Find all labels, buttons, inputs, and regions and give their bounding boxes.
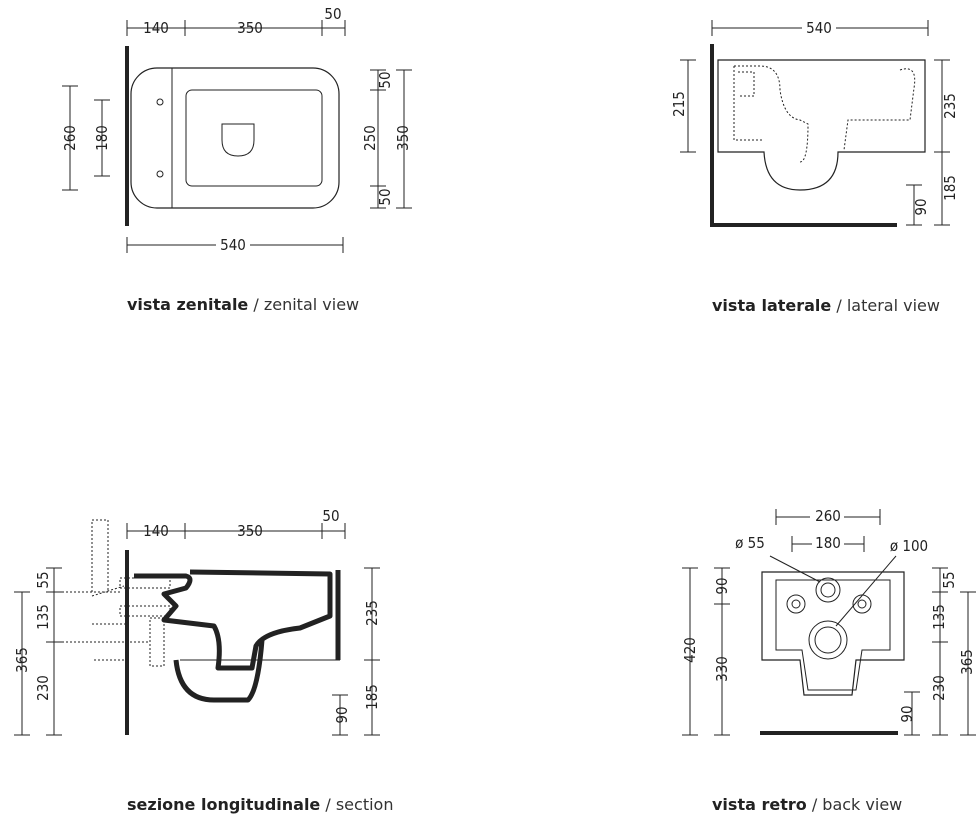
dim-50-lower: 50 (376, 188, 394, 205)
caption-en: lateral view (846, 296, 940, 315)
caption-zenital-view: vista zenitale / zenital view (127, 295, 359, 314)
dim-230: 230 (930, 675, 948, 701)
dim-260: 260 (815, 507, 841, 525)
caption-back-view: vista retro / back view (712, 795, 902, 814)
dim-230: 230 (34, 675, 52, 701)
top-view-drawing: 140 350 50 260 180 50 250 50 350 540 (61, 5, 412, 254)
drain-hole-inner (814, 626, 842, 654)
caption-it: vista zenitale (127, 295, 249, 314)
dim-330: 330 (713, 656, 731, 682)
section-view-drawing: 140 350 50 55 135 230 365 235 185 90 (13, 507, 381, 736)
dim-185: 185 (941, 175, 959, 201)
caption-en: zenital view (263, 295, 360, 314)
caption-it: vista retro (712, 795, 807, 814)
dim-90: 90 (333, 706, 351, 723)
drain-hole-outer (808, 620, 848, 660)
dim-135: 135 (930, 604, 948, 630)
supply-hole-outer (815, 577, 841, 603)
lateral-view-drawing: 540 215 235 185 90 (670, 18, 959, 227)
caption-separator: / (831, 296, 847, 315)
dim-55: 55 (34, 571, 52, 588)
dim-90: 90 (912, 198, 930, 215)
back-view-drawing: 260 180 ø 55 ø 100 420 90 330 55 135 230… (681, 507, 976, 736)
dim-350: 350 (237, 19, 263, 37)
dim-420: 420 (681, 637, 699, 663)
dim-diameter-100: ø 100 (890, 537, 928, 555)
back-inner-outline (775, 579, 891, 691)
fixing-right-inner (857, 599, 867, 609)
caption-section: sezione longitudinale / section (127, 795, 393, 814)
caption-en: back view (822, 795, 903, 814)
fixing-hole-top (156, 98, 164, 106)
dim-215: 215 (670, 91, 688, 117)
dim-365: 365 (958, 649, 976, 675)
caption-separator: / (806, 795, 823, 814)
caption-separator: / (320, 795, 336, 814)
dim-90-right: 90 (898, 705, 916, 722)
dim-140: 140 (143, 19, 169, 37)
dim-diameter-55: ø 55 (735, 534, 765, 552)
section-siphon (173, 639, 265, 703)
caption-it: sezione longitudinale (127, 795, 321, 814)
seat-opening (185, 89, 323, 187)
fixing-left-inner (791, 599, 801, 609)
caption-en: section (335, 795, 394, 814)
wall-floor-line (710, 44, 897, 227)
dim-235: 235 (363, 600, 381, 626)
dim-180: 180 (93, 125, 111, 151)
dim-135: 135 (34, 604, 52, 630)
dim-50: 50 (322, 507, 339, 525)
dim-540: 540 (220, 236, 246, 254)
dim-90-left: 90 (713, 577, 731, 594)
hidden-lines (733, 65, 916, 163)
dim-235: 235 (941, 93, 959, 119)
back-body-outline (761, 571, 905, 696)
dim-50-upper: 50 (376, 71, 394, 88)
fixing-left-outer (786, 594, 806, 614)
dim-50: 50 (324, 5, 341, 23)
section-profile (134, 569, 333, 671)
dim-365: 365 (13, 647, 31, 673)
caption-lateral-view: vista laterale / lateral view (712, 296, 940, 315)
dim-140: 140 (143, 522, 169, 540)
dim-55: 55 (940, 571, 958, 588)
caption-separator: / (248, 295, 264, 314)
fixing-hole-bottom (156, 170, 164, 178)
dim-185: 185 (363, 684, 381, 710)
caption-it: vista laterale (712, 296, 832, 315)
dim-180: 180 (815, 534, 841, 552)
dim-250: 250 (361, 125, 379, 151)
lateral-body-outline (717, 59, 926, 191)
supply-hole-inner (820, 582, 836, 598)
drain-outline (221, 123, 255, 157)
bowl-outline (130, 67, 340, 209)
supply-pipes (91, 519, 129, 661)
dim-350-vertical: 350 (394, 125, 412, 151)
dim-260: 260 (61, 125, 79, 151)
dim-350: 350 (237, 522, 263, 540)
dim-540: 540 (806, 19, 832, 37)
